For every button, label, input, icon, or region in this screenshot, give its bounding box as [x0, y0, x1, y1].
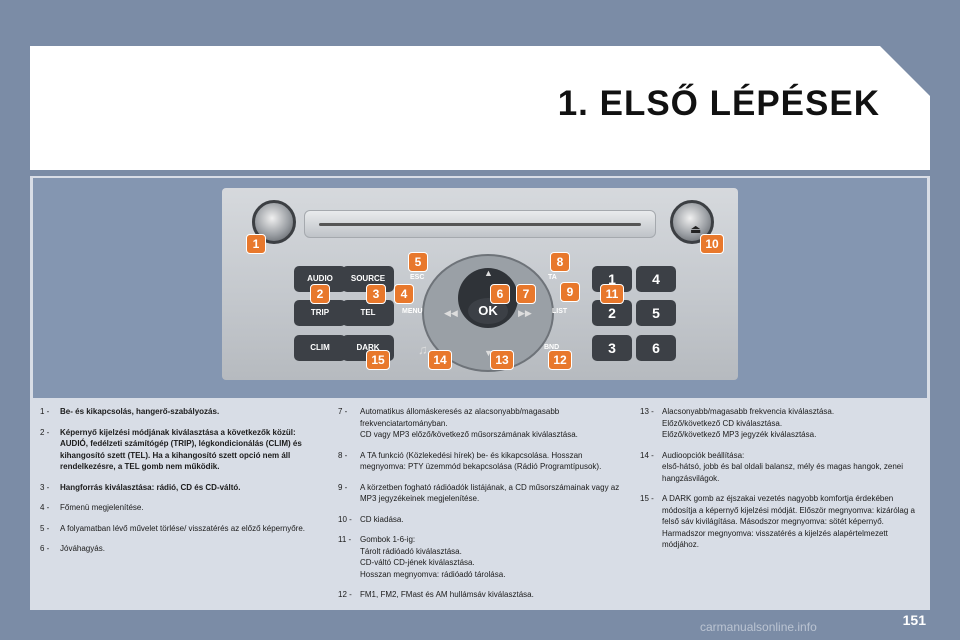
legend-item: 10 -CD kiadása. — [338, 514, 404, 524]
arrow-down-icon[interactable]: ▼ — [484, 348, 493, 358]
callout-badge: 5 — [408, 252, 428, 272]
radio-faceplate: ⏏ AUDIO SOURCE TRIP TEL CLIM DARK ESC ME… — [222, 188, 738, 380]
legend-item: 11 -Gombok 1-6-ig:Tárolt rádióadó kivála… — [338, 535, 506, 579]
callout-badge: 14 — [428, 350, 452, 370]
eject-icon: ⏏ — [690, 222, 702, 236]
page-number: 151 — [902, 612, 926, 628]
callout-badge: 2 — [310, 284, 330, 304]
preset-6-button[interactable]: 6 — [636, 335, 676, 361]
callout-badge: 13 — [490, 350, 514, 370]
preset-2-button[interactable]: 2 — [592, 300, 632, 326]
cd-slot — [304, 210, 656, 238]
callout-badge: 3 — [366, 284, 386, 304]
legend-item: 7 -Automatikus állomáskeresés az alacson… — [338, 407, 578, 439]
legend-column-2: 7 -Automatikus állomáskeresés az alacson… — [338, 406, 622, 610]
legend-item: 2 -Képernyő kijelzési módjának kiválaszt… — [40, 427, 302, 472]
list-button[interactable]: LIST — [552, 308, 568, 315]
seek-forward-icon[interactable]: ▶▶ — [518, 308, 532, 318]
legend-item: 14 -Audioopciók beállítása:első-hátsó, j… — [640, 450, 904, 483]
callout-badge: 9 — [560, 282, 580, 302]
callout-badge: 1 — [246, 234, 266, 254]
callout-badge: 11 — [600, 284, 624, 304]
menu-button[interactable]: MENU — [402, 308, 423, 315]
header-card — [30, 46, 930, 170]
legend-item: 8 -A TA funkció (Közlekedési hírek) be- … — [338, 450, 602, 472]
legend-item: 1 -Be- és kikapcsolás, hangerő-szabályoz… — [40, 407, 220, 416]
seek-back-icon[interactable]: ◀◀ — [444, 308, 458, 318]
arrow-up-icon[interactable]: ▲ — [484, 268, 493, 278]
callout-badge: 7 — [516, 284, 536, 304]
header-corner-cut — [880, 46, 930, 96]
legend-item: 15 -A DARK gomb az éjszakai vezetés nagy… — [640, 494, 916, 549]
callout-badge: 4 — [394, 284, 414, 304]
legend-item: 9 -A körzetben fogható rádióadók listájá… — [338, 482, 620, 504]
legend-item: 4 -Főmenü megjelenítése. — [40, 503, 144, 512]
clim-button[interactable]: CLIM — [294, 335, 346, 361]
legend-item: 3 -Hangforrás kiválasztása: rádió, CD és… — [40, 482, 241, 492]
callout-badge: 10 — [700, 234, 724, 254]
preset-4-button[interactable]: 4 — [636, 266, 676, 292]
watermark: carmanualsonline.info — [700, 620, 817, 634]
ta-button[interactable]: TA — [548, 274, 557, 281]
page-title: 1. ELSŐ LÉPÉSEK — [557, 84, 880, 123]
callout-badge: 8 — [550, 252, 570, 272]
legend-item: 12 -FM1, FM2, FMast és AM hullámsáv kivá… — [338, 590, 534, 599]
callout-badge: 12 — [548, 350, 572, 370]
tel-button[interactable]: TEL — [342, 300, 394, 326]
music-note-icon[interactable]: ♫ — [418, 342, 428, 357]
esc-button[interactable]: ESC — [410, 274, 425, 281]
preset-3-button[interactable]: 3 — [592, 335, 632, 361]
bnd-button[interactable]: BND — [544, 344, 560, 351]
legend-item: 6 -Jóváhagyás. — [40, 544, 105, 553]
preset-5-button[interactable]: 5 — [636, 300, 676, 326]
callout-badge: 6 — [490, 284, 510, 304]
callout-badge: 15 — [366, 350, 390, 370]
trip-button[interactable]: TRIP — [294, 300, 346, 326]
legend-item: 13 -Alacsonyabb/magasabb frekvencia kivá… — [640, 407, 835, 439]
legend-column-1: 1 -Be- és kikapcsolás, hangerő-szabályoz… — [40, 406, 314, 564]
legend-item: 5 -A folyamatban lévő művelet törlése/ v… — [40, 523, 306, 533]
legend-column-3: 13 -Alacsonyabb/magasabb frekvencia kivá… — [640, 406, 920, 560]
